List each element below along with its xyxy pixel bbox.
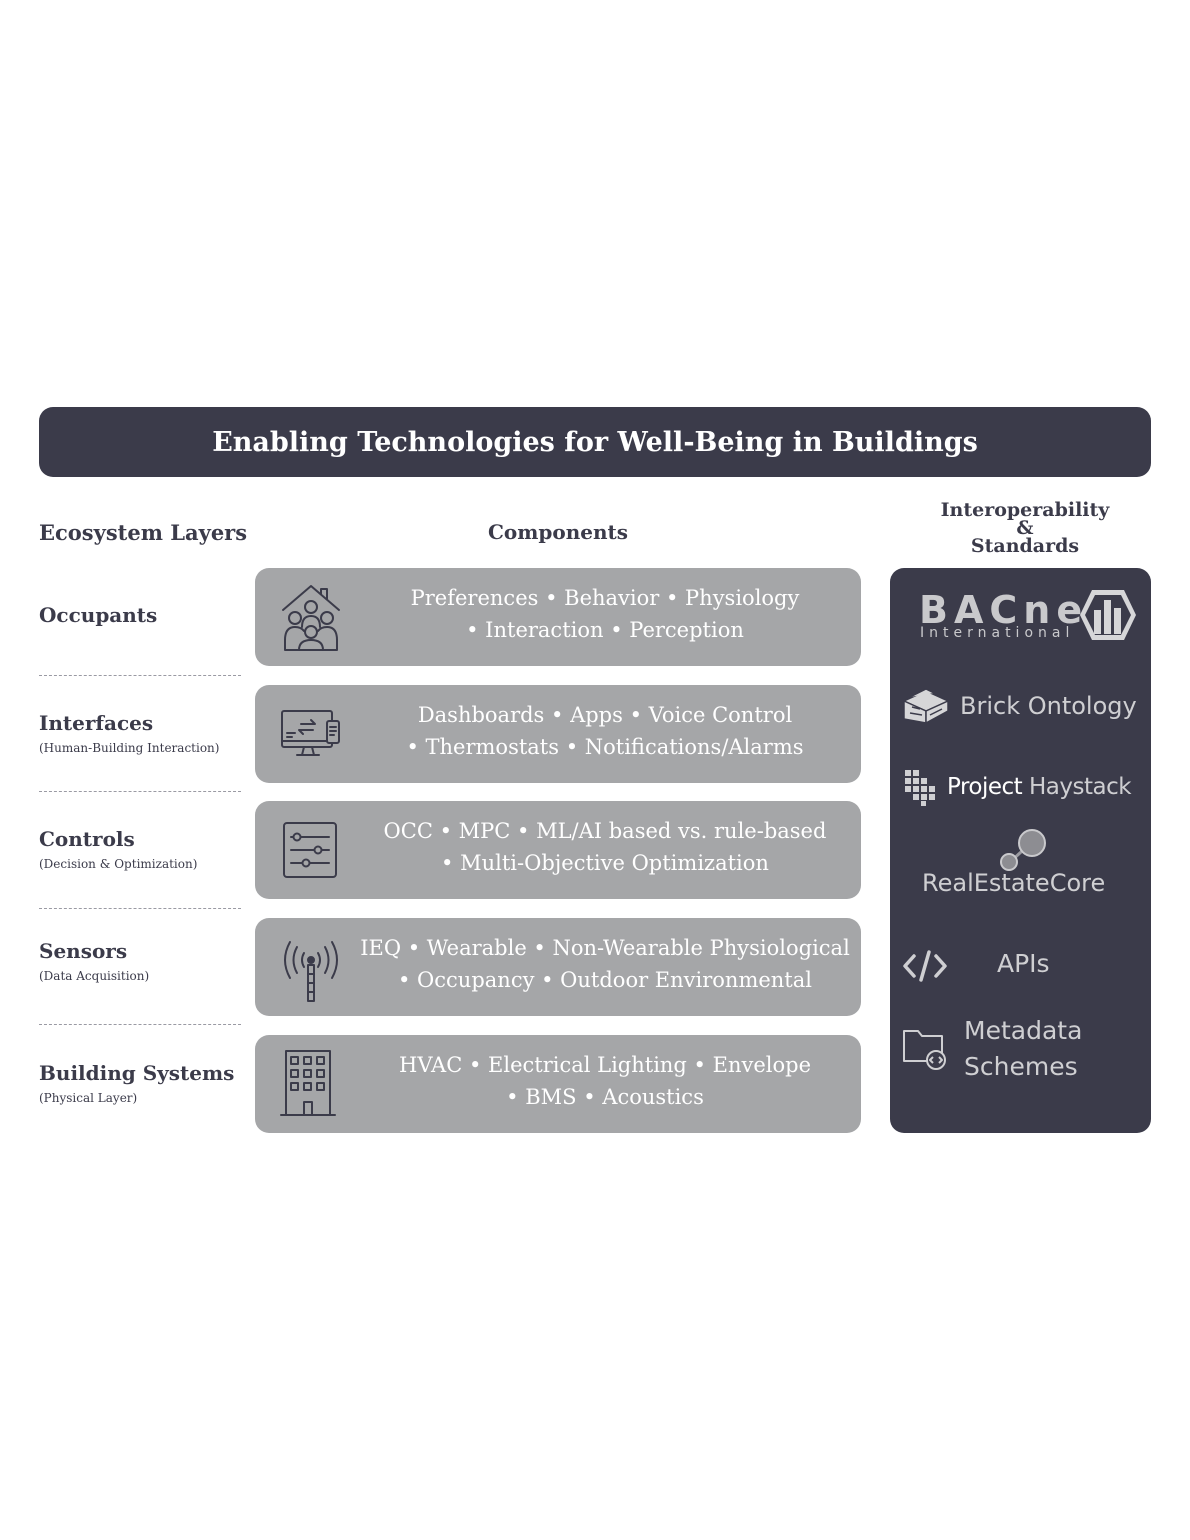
layer-building-systems: Building Systems (Physical Layer) [39,1061,234,1105]
divider [39,1024,241,1025]
component-text: OCC • MPC • ML/AI based vs. rule-based •… [355,815,855,879]
realestatecore-label: RealEstateCore [922,869,1106,897]
haystack-label-project: Project [947,774,1023,800]
component-card-controls: OCC • MPC • ML/AI based vs. rule-based •… [255,801,861,899]
component-card-interfaces: Dashboards • Apps • Voice Control • Ther… [255,685,861,783]
ecosystem-layers-header: Ecosystem Layers [39,520,248,545]
component-card-occupants: Preferences • Behavior • Physiology • In… [255,568,861,666]
occupants-group-house-icon [282,585,340,651]
component-text: Dashboards • Apps • Voice Control • Ther… [355,699,855,763]
bacnet-wordmark: BACnet [919,588,1113,632]
component-line: • BMS • Acoustics [506,1085,704,1109]
layer-interfaces: Interfaces (Human-Building Interaction) [39,711,219,755]
layer-sensors: Sensors (Data Acquisition) [39,939,149,983]
component-text: Preferences • Behavior • Physiology • In… [355,582,855,646]
interoperability-header: Interoperability & Standards [905,499,1145,557]
components-header: Components [487,520,629,544]
metadata-label-line1: Metadata [964,1016,1083,1045]
interop-header-line3: Standards [970,535,1080,557]
divider [39,675,241,676]
layer-name: Building Systems [39,1061,235,1085]
bacnet-emblem-icon [1080,590,1136,640]
component-text: HVAC • Electrical Lighting • Envelope • … [355,1049,855,1113]
bacnet-subtitle: International [920,625,1075,641]
brick-ontology-label: Brick Ontology [960,692,1137,720]
interop-header-line1: Interoperability [940,499,1110,521]
sliders-icon [283,822,337,878]
component-card-building-systems: HVAC • Electrical Lighting • Envelope • … [255,1035,861,1133]
standards-panel: BACnet International Brick Ontology Pro [890,568,1151,1133]
component-line: IEQ • Wearable • Non-Wearable Physiologi… [360,936,850,960]
component-line: Preferences • Behavior • Physiology [410,586,800,610]
divider [39,908,241,909]
code-folder-icon [903,1030,946,1070]
metadata-label-line2: Schemes [964,1052,1078,1081]
layer-subtitle: (Physical Layer) [39,1091,138,1105]
component-line: • Multi-Objective Optimization [441,851,769,875]
realestatecore-bubbles-icon [1000,829,1046,871]
layer-name: Interfaces [39,711,154,735]
haystack-pixel-icon [905,770,935,806]
layer-subtitle: (Decision & Optimization) [39,857,198,871]
layer-subtitle: (Data Acquisition) [39,969,150,983]
apis-label: APIs [997,949,1050,978]
component-card-sensors: IEQ • Wearable • Non-Wearable Physiologi… [255,918,861,1016]
divider [39,791,241,792]
layer-name: Occupants [39,603,158,627]
layer-name: Controls [39,827,135,851]
layer-controls: Controls (Decision & Optimization) [39,827,197,871]
monitor-phone-icon [281,710,340,756]
metadata-schemes-label: Metadata Schemes [964,1013,1082,1085]
antenna-signal-icon [284,941,338,1002]
brick-stack-icon [902,688,950,723]
page-title: Enabling Technologies for Well-Being in … [212,426,978,458]
building-icon [280,1050,336,1116]
layer-subtitle: (Human-Building Interaction) [39,741,220,755]
component-line: • Interaction • Perception [466,618,744,642]
component-text: IEQ • Wearable • Non-Wearable Physiologi… [355,932,855,996]
interop-header-line2: & [1016,517,1034,539]
title-bar: Enabling Technologies for Well-Being in … [39,407,1151,477]
component-line: • Thermostats • Notifications/Alarms [406,735,804,759]
component-line: • Occupancy • Outdoor Environmental [398,968,812,992]
layer-occupants: Occupants [39,603,157,627]
component-line: Dashboards • Apps • Voice Control [417,703,793,727]
code-brackets-icon [903,950,947,982]
haystack-label-haystack: Haystack [1029,774,1132,800]
component-line: OCC • MPC • ML/AI based vs. rule-based [383,819,827,843]
component-line: HVAC • Electrical Lighting • Envelope [399,1053,811,1077]
layer-name: Sensors [39,939,128,963]
